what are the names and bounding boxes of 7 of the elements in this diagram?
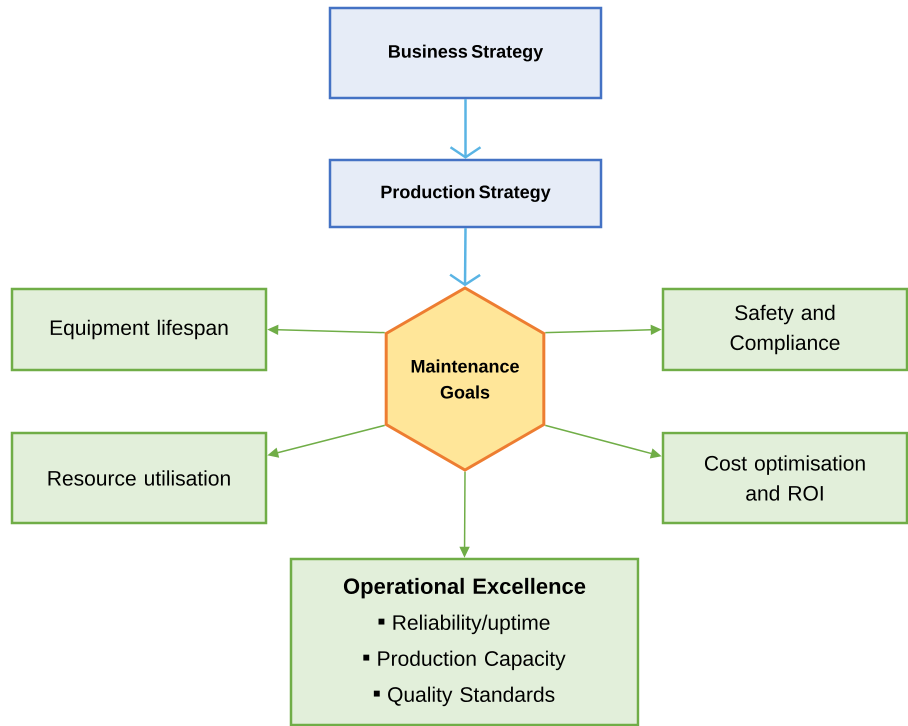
- goal-box: Safety and Compliance: [662, 288, 908, 372]
- goal-box: Equipment lifespan: [10, 288, 268, 372]
- outcome-box: Operational Excellence Reliability/uptime Production Capacity Quality Standards: [290, 558, 640, 726]
- strategy-box: Production Strategy: [328, 158, 602, 228]
- strategy-box: Business Strategy: [328, 6, 602, 100]
- goal-box: Resource utilisation: [10, 432, 268, 524]
- goal-box: Cost optimisation and ROI: [662, 432, 908, 524]
